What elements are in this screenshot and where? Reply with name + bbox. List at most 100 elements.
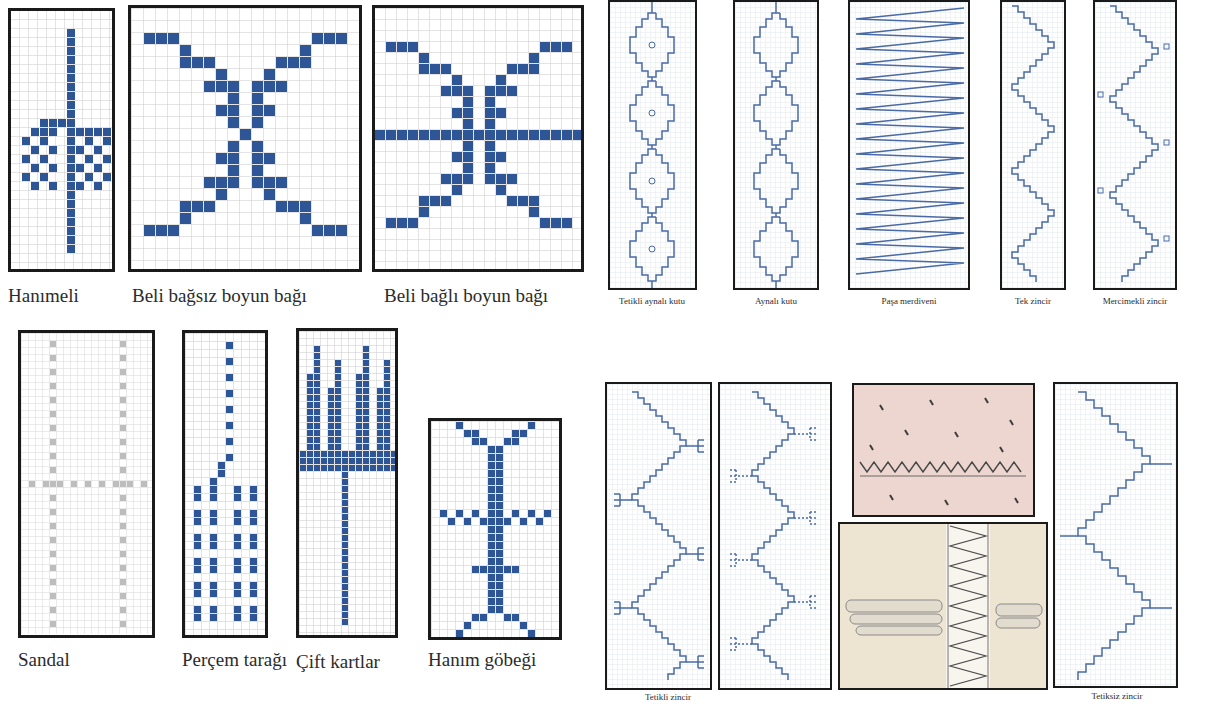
chain-line <box>632 392 686 680</box>
stitch-cell <box>49 146 57 154</box>
stitch-cell <box>120 341 126 347</box>
mirror-box <box>754 13 798 77</box>
photo-ground <box>852 383 1035 517</box>
stitch-cell <box>194 558 201 565</box>
stitch-cell <box>194 518 201 525</box>
stitch-cell <box>314 353 320 359</box>
trigger-mark <box>730 469 736 471</box>
stitch-cell <box>76 146 84 154</box>
stitch-cell <box>40 173 48 181</box>
stitch-cell <box>85 137 93 145</box>
trigger-mark <box>698 559 704 561</box>
stitch-cell <box>562 42 572 52</box>
stitch-cell <box>342 584 348 590</box>
stitch-cell <box>194 566 201 573</box>
stitch-cell <box>356 437 362 443</box>
stitch-cell <box>496 454 503 461</box>
stitch-cell <box>228 165 239 176</box>
stitch-cell <box>452 185 462 195</box>
stitch-cell <box>363 395 369 401</box>
stitch-cell <box>307 416 313 422</box>
stitch-cell <box>228 117 239 128</box>
stitch-cell <box>250 566 257 573</box>
stitch-cell <box>120 439 126 445</box>
mirror-box <box>630 13 674 77</box>
stitch-cell <box>377 423 383 429</box>
stitch-cell <box>94 128 102 136</box>
pattern-caption: Çift kartlar <box>296 652 380 673</box>
stitch-cell <box>496 462 503 469</box>
stitch-cell <box>307 381 313 387</box>
stitch-cell <box>518 64 528 74</box>
trigger-mark <box>730 475 736 477</box>
stitch-cell <box>204 177 215 188</box>
stitch-cell <box>307 430 313 436</box>
stitch-cell <box>314 402 320 408</box>
stitch-cell <box>356 402 362 408</box>
trigger-mark <box>698 661 704 663</box>
stitch-cell <box>288 57 299 68</box>
stitch-cell <box>562 130 572 140</box>
stitch-cell <box>120 495 126 501</box>
stitch-cell <box>356 388 362 394</box>
stitch-cell <box>540 218 550 228</box>
photo-stitch <box>945 500 948 505</box>
stitch-cell <box>120 467 126 473</box>
photo-stitch <box>870 445 873 450</box>
stitch-cell <box>512 430 519 437</box>
grid-ground <box>720 384 830 688</box>
stitch-cell <box>216 69 227 80</box>
stitch-cell <box>452 152 462 162</box>
stitch-cell <box>507 86 517 96</box>
mirror-box <box>754 81 798 145</box>
photo-hand <box>996 604 1042 616</box>
stitch-cell <box>328 458 334 464</box>
stitch-cell <box>384 430 390 436</box>
stitch-cell <box>496 566 503 573</box>
stitch-cell <box>40 155 48 163</box>
stitch-cell <box>85 481 91 487</box>
stitch-cell <box>336 33 347 44</box>
stitch-cell <box>120 383 126 389</box>
stitch-cell <box>228 93 239 104</box>
stitch-cell <box>234 494 241 501</box>
stitch-cell <box>456 630 463 637</box>
stitch-cell <box>356 381 362 387</box>
grid-ground <box>185 333 265 635</box>
stitch-cell <box>50 537 56 543</box>
chain-line <box>1110 6 1158 282</box>
stitch-cell <box>210 486 217 493</box>
stitch-cell <box>103 128 111 136</box>
stitch-cell <box>363 423 369 429</box>
stitch-cell <box>228 141 239 152</box>
stitch-cell <box>496 598 503 605</box>
trigger-mark <box>810 601 816 603</box>
stitch-cell <box>488 494 495 501</box>
stitch-cell <box>120 537 126 543</box>
stitch-cell <box>440 510 447 517</box>
stitch-cell <box>342 591 348 597</box>
stitch-cell <box>67 101 75 109</box>
trigger-mark <box>698 439 704 441</box>
trigger-mark <box>810 523 816 525</box>
grid-ground <box>1002 2 1064 288</box>
stitch-cell <box>504 518 511 525</box>
stitch-cell <box>43 481 49 487</box>
stitch-cell <box>363 451 369 457</box>
stitch-cell <box>496 558 503 565</box>
pattern-caption: Mercimekli zincir <box>1103 297 1168 307</box>
stitch-cell <box>342 612 348 618</box>
stitch-cell <box>250 510 257 517</box>
stitch-cell <box>562 218 572 228</box>
stitch-cell <box>480 438 487 445</box>
stitch-cell <box>67 200 75 208</box>
stitch-cell <box>384 388 390 394</box>
stitch-cell <box>85 173 93 181</box>
stitch-cell <box>419 207 429 217</box>
stitch-cell <box>67 65 75 73</box>
stitch-line <box>651 281 653 288</box>
grid <box>299 331 397 635</box>
stitch-cell <box>307 437 313 443</box>
stitch-cell <box>384 465 390 471</box>
stitch-cell <box>218 462 225 469</box>
